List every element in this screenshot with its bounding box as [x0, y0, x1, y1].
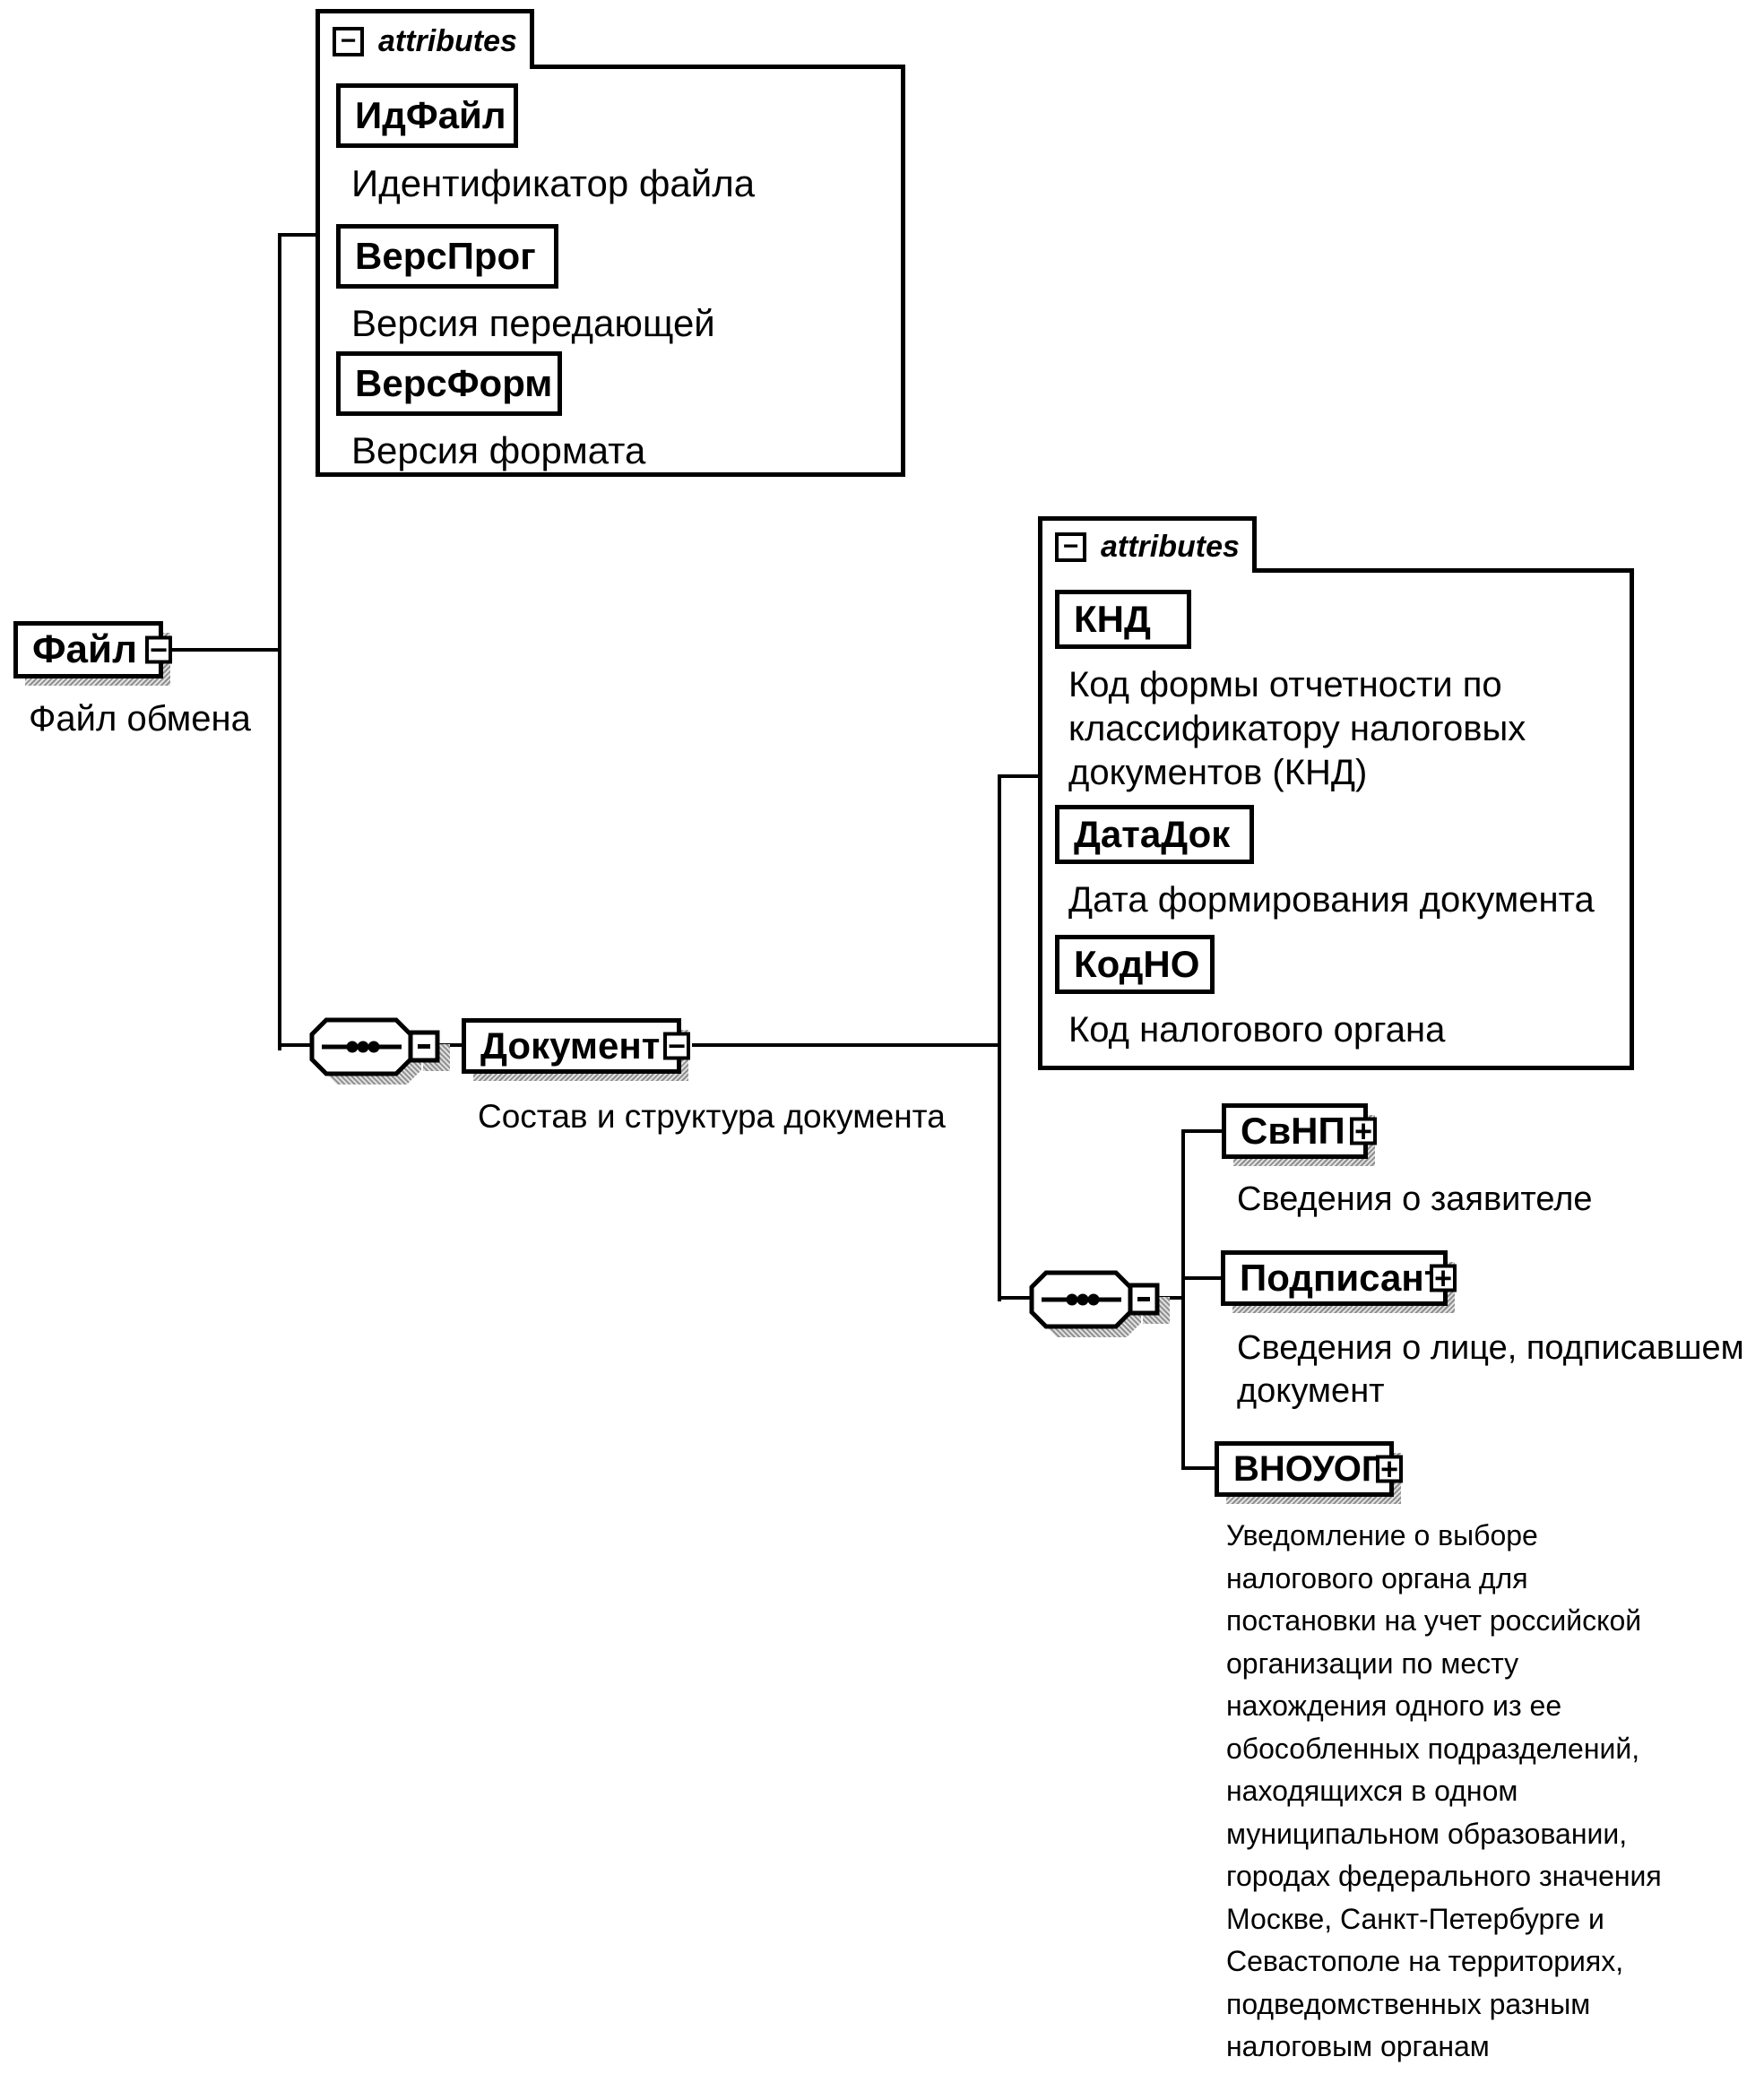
element-annotation: Состав и структура документа	[478, 1098, 946, 1135]
attribute-annotation: Идентификатор файла	[351, 162, 756, 204]
element-annotation: Файл обмена	[29, 699, 251, 739]
trunk-document	[998, 774, 1001, 1301]
trunk-children	[1181, 1129, 1185, 1470]
connector-trunk3-to-vnouop	[1181, 1466, 1217, 1470]
attributes-tab-label: attributes	[1101, 529, 1240, 564]
connector-file-to-trunk	[170, 648, 280, 652]
connector-trunk2-to-sequence2	[998, 1296, 1041, 1300]
element-name: ВНОУОП	[1233, 1448, 1388, 1489]
expand-icon[interactable]: +	[1350, 1116, 1377, 1146]
connector-trunk-to-file-attributes	[280, 233, 319, 237]
trunk-file	[278, 233, 281, 1050]
attribute-name: КодНО	[1074, 943, 1200, 985]
collapse-icon[interactable]: −	[663, 1031, 690, 1061]
element-name: Документ	[480, 1024, 661, 1067]
attribute-annotation: Код налогового органа	[1068, 1010, 1446, 1050]
collapse-icon[interactable]: −	[333, 26, 364, 56]
expand-icon[interactable]: +	[1376, 1454, 1403, 1484]
element-annotation: Уведомление о выборе налогового органа д…	[1226, 1519, 1662, 2062]
connector-document-to-trunk2	[692, 1043, 1001, 1047]
attribute-box-versform[interactable]: ВерсФорм	[336, 351, 569, 423]
sequence-icon[interactable]	[309, 1017, 453, 1093]
attribute-name: ВерсФорм	[355, 362, 553, 404]
attribute-annotation: Версия формата	[351, 429, 646, 471]
attributes-tab-label: attributes	[378, 23, 517, 58]
element-name: СвНП	[1241, 1110, 1345, 1152]
element-box-svnp[interactable]: СвНП +	[1222, 1103, 1377, 1166]
element-box-file[interactable]: Файл −	[13, 621, 172, 686]
attribute-box-versprog[interactable]: ВерсПрог	[336, 224, 566, 296]
attribute-box-datadok[interactable]: ДатаДок	[1055, 805, 1261, 871]
attribute-annotation: Дата формирования документа	[1068, 880, 1595, 920]
attribute-box-kodno[interactable]: КодНО	[1055, 935, 1222, 1001]
connector-trunk-to-sequence1	[278, 1043, 321, 1047]
collapse-icon[interactable]: −	[145, 635, 172, 665]
attribute-name: КНД	[1074, 598, 1151, 640]
attribute-box-idfile[interactable]: ИдФайл	[336, 83, 525, 155]
attribute-box-knd[interactable]: КНД	[1055, 590, 1198, 656]
document-attributes-group: − attributes КНД Код формы отчетности по…	[1038, 516, 1634, 1070]
attribute-name: ДатаДок	[1074, 813, 1231, 855]
element-name: Подписант	[1240, 1257, 1443, 1299]
attribute-name: ВерсПрог	[355, 235, 536, 277]
connector-trunk3-to-podpisant	[1183, 1276, 1223, 1280]
sequence-icon[interactable]	[1029, 1270, 1172, 1346]
element-annotation: Сведения о заявителе	[1237, 1180, 1593, 1218]
element-box-podpisant[interactable]: Подписант +	[1221, 1250, 1457, 1313]
connector-trunk2-to-document-attributes	[999, 774, 1042, 778]
file-attributes-tab[interactable]: − attributes	[316, 9, 534, 69]
element-annotation: Сведения о лице, подписавшем документ	[1237, 1329, 1744, 1410]
connector-trunk3-to-svnp	[1183, 1129, 1224, 1133]
attribute-annotation: Код формы отчетности по классификатору н…	[1068, 665, 1526, 792]
expand-icon[interactable]: +	[1430, 1263, 1457, 1293]
element-box-vnouop[interactable]: ВНОУОП +	[1215, 1441, 1403, 1504]
attribute-name: ИдФайл	[355, 94, 506, 136]
file-attributes-group: − attributes ИдФайл Идентификатор файла …	[316, 9, 905, 477]
collapse-icon[interactable]: −	[1055, 531, 1086, 562]
document-attributes-tab[interactable]: − attributes	[1038, 516, 1257, 573]
element-box-document[interactable]: Документ −	[462, 1018, 690, 1081]
element-name: Файл	[32, 627, 138, 671]
